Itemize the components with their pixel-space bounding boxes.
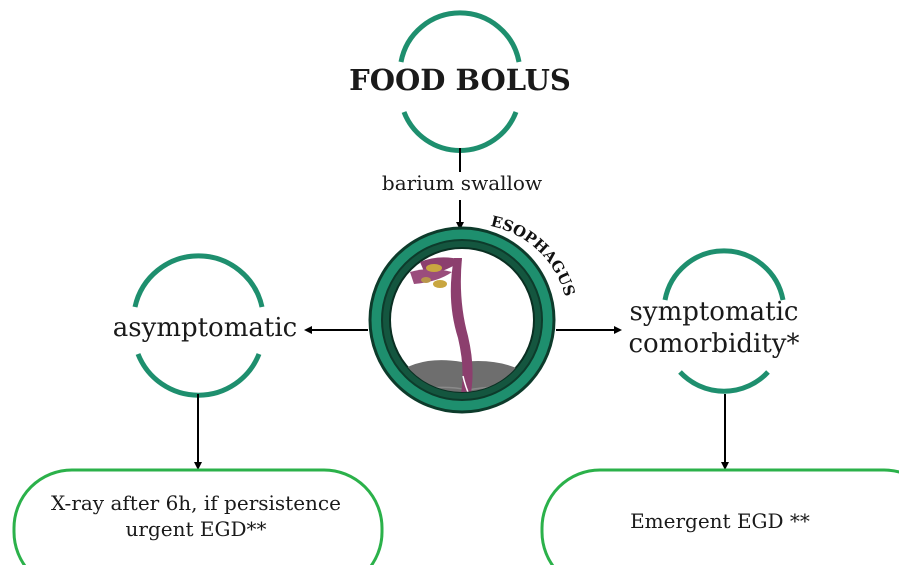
asymptomatic-ring-top bbox=[135, 256, 262, 307]
food-bolus-ring-top bbox=[401, 13, 519, 62]
asymptomatic-label: asymptomatic bbox=[90, 314, 320, 344]
symptomatic-label: symptomatic bbox=[614, 298, 814, 328]
comorbidity-label: comorbidity* bbox=[614, 330, 814, 360]
food-bolus-title: FOOD BOLUS bbox=[340, 64, 580, 97]
symptomatic-ring-top bbox=[665, 251, 783, 300]
asymptomatic-ring-bottom bbox=[138, 354, 259, 395]
symptomatic-ring-bottom bbox=[680, 372, 768, 391]
food-bolus-ring-bottom bbox=[404, 112, 516, 150]
xray-text-line2: urgent EGD** bbox=[26, 518, 366, 541]
xray-text-line1: X-ray after 6h, if persistence bbox=[26, 492, 366, 515]
emergent-egd-text: Emergent EGD ** bbox=[560, 510, 880, 533]
barium-swallow-label: barium swallow bbox=[352, 172, 572, 195]
